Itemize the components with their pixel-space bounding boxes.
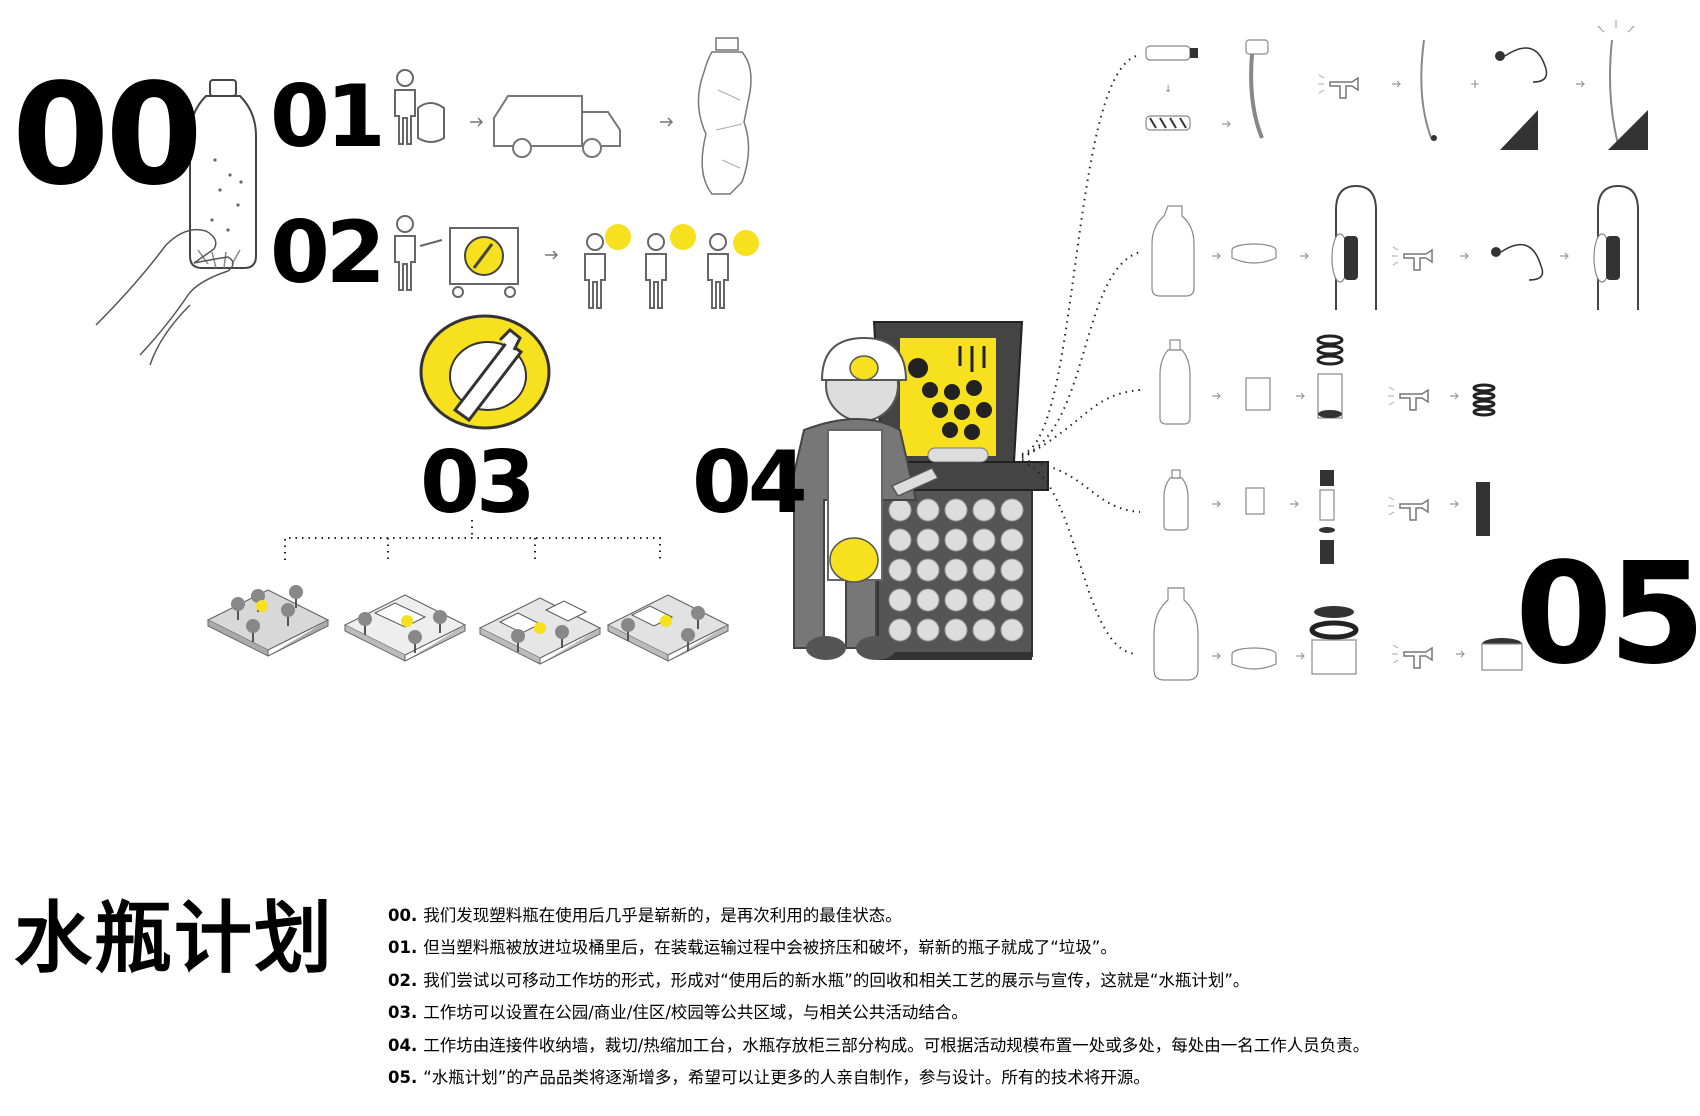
note-02: 02.我们尝试以可移动工作坊的形式，形成对“使用后的新水瓶”的回收和相关工艺的展… xyxy=(388,965,1678,997)
step-number-03: 03 xyxy=(420,433,536,533)
note-text: 工作坊可以设置在公园/商业/住区/校园等公共区域，与相关公共活动结合。 xyxy=(423,1003,968,1023)
note-03: 03.工作坊可以设置在公园/商业/住区/校园等公共区域，与相关公共活动结合。 xyxy=(388,997,1678,1029)
locations-bracket xyxy=(284,520,661,560)
step-number-02: 02 xyxy=(270,203,386,303)
bottle-logo xyxy=(419,314,551,430)
note-text: 我们发现塑料瓶在使用后几乎是崭新的，是再次利用的最佳状态。 xyxy=(423,906,902,925)
note-00: 00. 我们发现塑料瓶在使用后几乎是崭新的，是再次利用的最佳状态。 xyxy=(388,900,1678,932)
note-01: 01.但当塑料瓶被放进垃圾桶里后，在装载运输过程中会被挤压和破坏，崭新的瓶子就成… xyxy=(388,932,1678,964)
svg-text:+: + xyxy=(1470,77,1480,91)
product-row-cage-lamp xyxy=(1151,184,1639,310)
page-title: 水瓶计划 xyxy=(14,894,335,984)
step-number-05: 05 xyxy=(1515,533,1700,696)
note-number: 04. xyxy=(388,1035,418,1055)
note-number: 01. xyxy=(388,938,418,958)
workstation-illustration xyxy=(786,321,1049,660)
product-row-lamp: ↓ + xyxy=(1145,20,1648,150)
note-number: 03. xyxy=(388,1003,418,1023)
note-05: 05.“水瓶计划”的产品品类将逐渐增多，希望可以让更多的人亲自制作，参与设计。所… xyxy=(388,1062,1678,1094)
note-04: 04.工作坊由连接件收纳墙，裁切/热缩加工台，水瓶存放柜三部分构成。可根据活动规… xyxy=(388,1030,1678,1062)
site-plans xyxy=(206,584,730,665)
note-number: 00. xyxy=(388,906,418,925)
hand-bottle-illustration xyxy=(95,79,257,366)
note-text: “水瓶计划”的产品品类将逐渐增多，希望可以让更多的人亲自制作，参与设计。所有的技… xyxy=(423,1068,1150,1088)
description-list: 00. 我们发现塑料瓶在使用后几乎是崭新的，是再次利用的最佳状态。 01.但当塑料… xyxy=(388,900,1678,1094)
note-text: 但当塑料瓶被放进垃圾桶里后，在装载运输过程中会被挤压和破坏，崭新的瓶子就成了“垃… xyxy=(423,938,1117,958)
note-text: 工作坊由连接件收纳墙，裁切/热缩加工台，水瓶存放柜三部分构成。可根据活动规模布置… xyxy=(423,1035,1370,1055)
product-row-holder xyxy=(1163,469,1490,564)
trash-row-illustration xyxy=(394,37,752,195)
note-text: 我们尝试以可移动工作坊的形式，形成对“使用后的新水瓶”的回收和相关工艺的展示与宣… xyxy=(423,970,1250,990)
product-row-spring xyxy=(1159,334,1496,425)
note-number: 05. xyxy=(388,1068,418,1088)
step-number-01: 01 xyxy=(270,67,386,167)
product-row-box xyxy=(1153,587,1523,681)
note-number: 02. xyxy=(388,970,418,990)
product-connectors xyxy=(1021,55,1141,655)
step-number-00: 00 xyxy=(12,54,203,217)
collection-row-illustration xyxy=(394,215,759,309)
svg-text:↓: ↓ xyxy=(1164,84,1172,95)
step-number-04: 04 xyxy=(692,433,808,533)
